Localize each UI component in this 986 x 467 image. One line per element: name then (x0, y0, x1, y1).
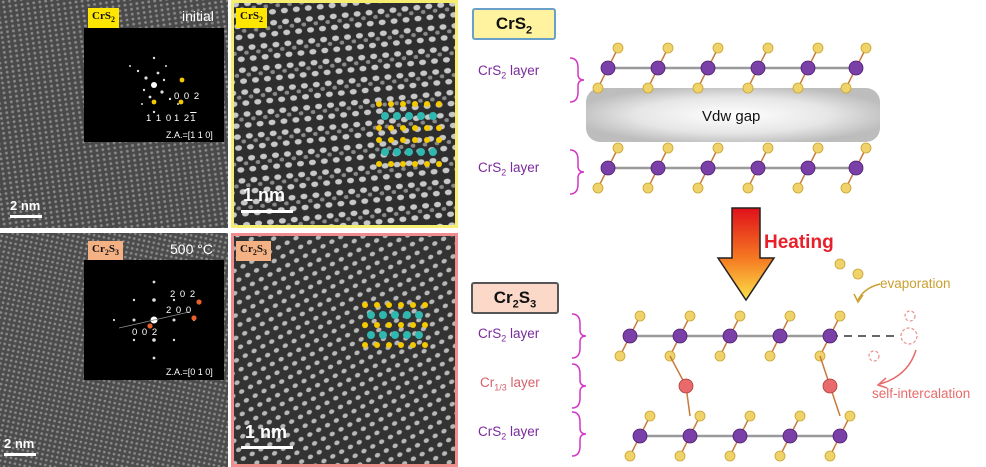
condition-initial: initial (182, 8, 214, 24)
label-crs2-layer-b1: CrS2 layer (478, 326, 540, 344)
scale-bar-top-left (10, 215, 42, 218)
label-cr13-layer: Cr1/3 layer (480, 375, 540, 393)
tag-cr2s3-bottom-left: Cr2S3 (88, 241, 123, 262)
tag-crs2-top-left: CrS2 (88, 8, 119, 29)
condition-500c: 500 °C (170, 241, 213, 257)
zone-axis-010: Z.A.=[0 1 0] (166, 367, 213, 377)
title-box-crs2: CrS2 (472, 8, 556, 40)
label-crs2-layer-bottom: CrS2 layer (478, 160, 540, 178)
atom-overlay-cr2s3 (362, 302, 428, 348)
evaporation-arrow (857, 283, 881, 301)
fft-label-12-bar1: 1 21 (174, 113, 197, 124)
schematic-cr2s3-structure (571, 258, 918, 462)
title-box-cr2s3: Cr2S3 (471, 282, 559, 314)
self-intercalation-arrow (879, 349, 917, 385)
evaporation-label: evaporation (880, 276, 951, 291)
zone-axis-110: Z.A.=[1 1 0] (166, 130, 213, 140)
tag-crs2-top-mid: CrS2 (236, 8, 267, 29)
fft-label-002b: 0 0 2 (132, 327, 159, 338)
label-crs2-layer-b3: CrS2 layer (478, 424, 540, 442)
heating-arrow-icon (716, 207, 776, 302)
scale-bar-bottom-mid (241, 446, 293, 449)
scale-bar-bottom-left (4, 453, 36, 456)
scale-label-1nm-top: 1 nm (243, 185, 286, 205)
fft-label-200: 2 0 0 (166, 305, 193, 316)
vacancy-cr (900, 327, 918, 345)
fft-label-002: 0 0 2 (174, 91, 201, 102)
fft-label-110: 1 1 0 (146, 113, 173, 124)
scale-label-2nm-bottom: 2 nm (4, 436, 35, 451)
scale-label-2nm-top: 2 nm (10, 198, 41, 213)
scale-bar-top-mid (241, 210, 293, 213)
hrtem-image-cr2s3 (231, 233, 458, 467)
intercalated-cr-atom-2 (822, 378, 838, 394)
intercalated-cr-atom-1 (678, 378, 694, 394)
hrtem-lattice-crs2 (231, 0, 458, 228)
fft-inset-cr2s3 (84, 260, 224, 380)
tag-cr2s3-bottom-mid: Cr2S3 (236, 241, 271, 262)
fft-inset-crs2 (84, 28, 224, 142)
heating-label: Heating (764, 232, 834, 253)
fft-diffraction-pattern-2 (112, 280, 202, 360)
schematic-crs2-structure (569, 42, 880, 195)
label-crs2-layer-top: CrS2 layer (478, 63, 540, 81)
fft-diffraction-pattern (129, 56, 185, 114)
vdw-gap-region (586, 88, 880, 142)
self-intercalation-label: self-intercalation (872, 386, 971, 401)
hrtem-image-crs2 (231, 0, 458, 228)
evaporated-s-atoms (834, 258, 864, 280)
atom-overlay-crs2 (376, 101, 442, 167)
vdw-gap-label: Vdw gap (702, 108, 761, 125)
hrtem-lattice-cr2s3 (231, 233, 458, 467)
fft-label-202: 2 0 2 (170, 289, 197, 300)
scale-label-1nm-bottom: 1 nm (245, 422, 288, 442)
